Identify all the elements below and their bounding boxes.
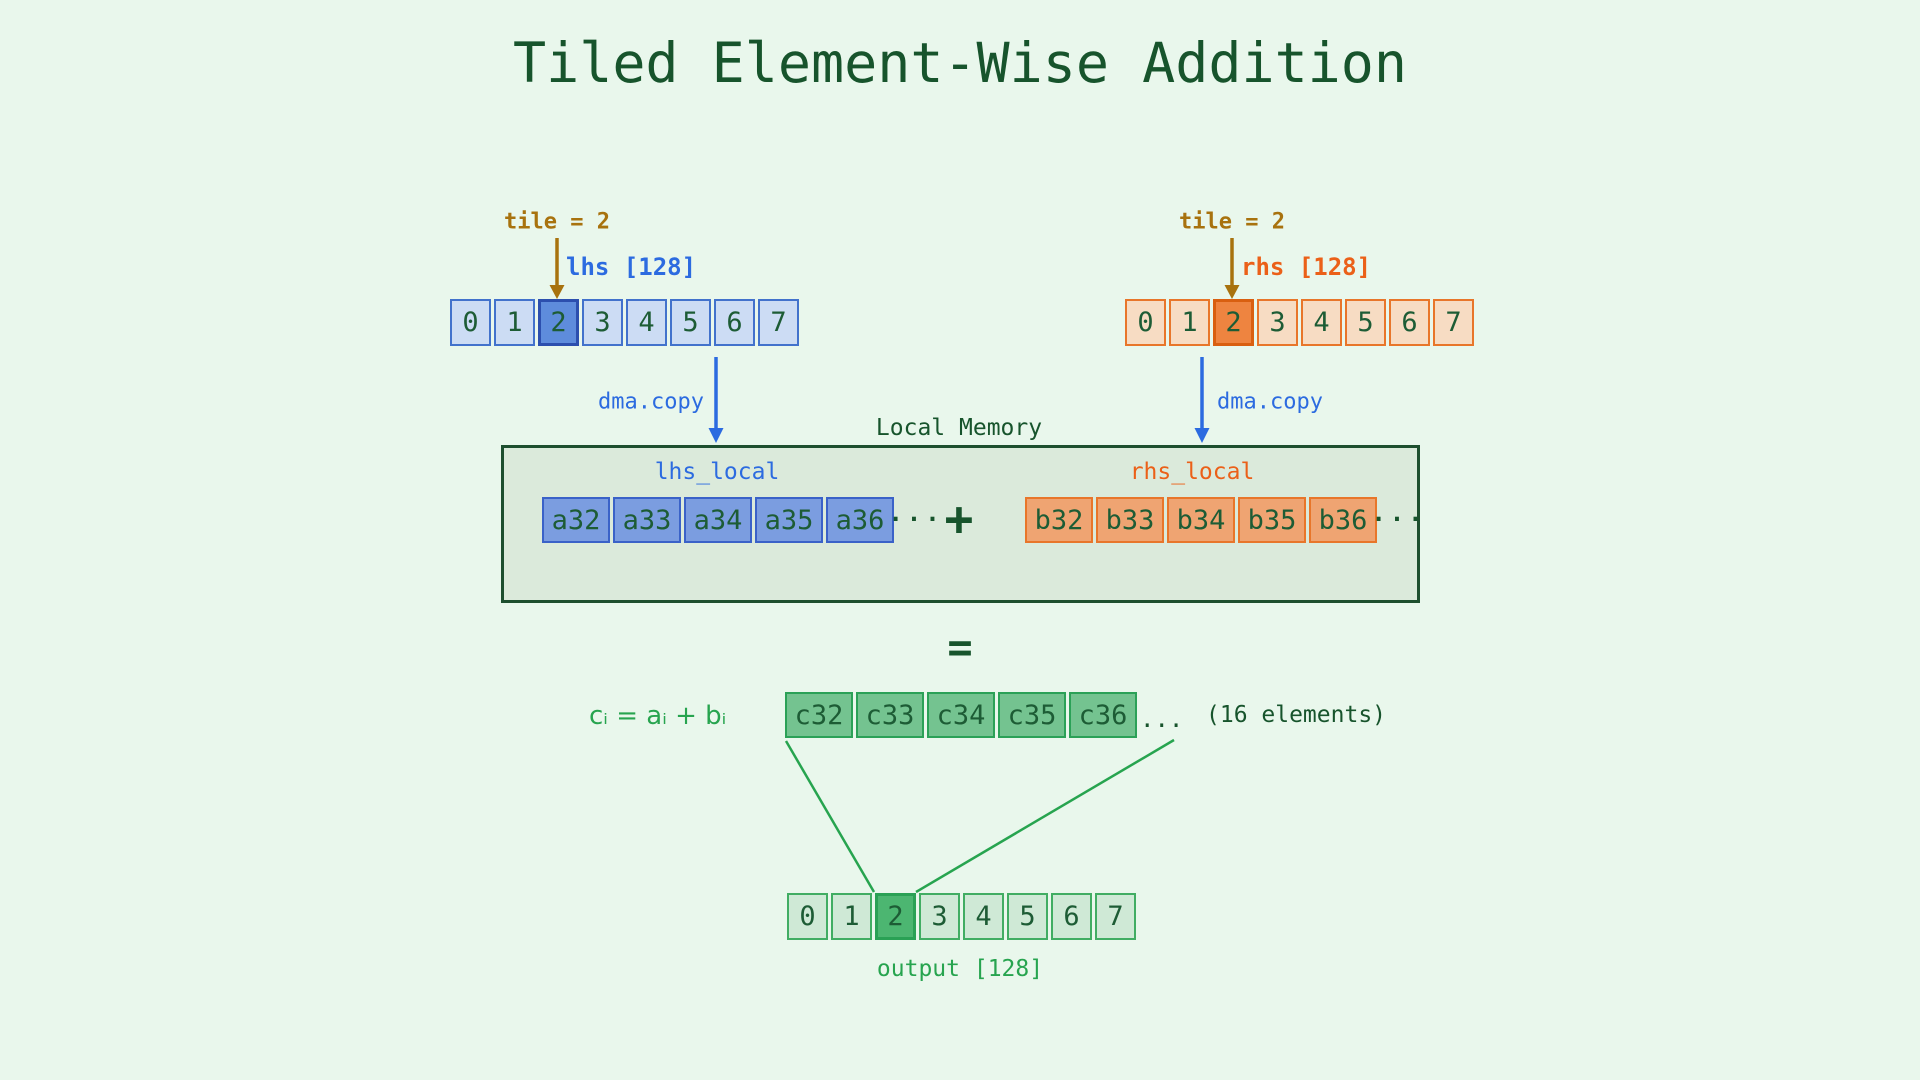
lhs-cell-highlighted: 2 [538, 299, 579, 346]
rhs-name-label: rhs [128] [1241, 253, 1372, 281]
funnel-right-line [915, 738, 1175, 894]
output-cell: 1 [831, 893, 872, 940]
lhs-cell: 1 [494, 299, 535, 346]
rhs-cell: 6 [1389, 299, 1430, 346]
lhs-tile-arrow [549, 238, 565, 299]
rhs-local-label: rhs_local [1129, 459, 1255, 485]
output-cell: 7 [1095, 893, 1136, 940]
local-memory-title: Local Memory [875, 415, 1043, 441]
result-cell: c35 [998, 692, 1066, 738]
rhs-cell-highlighted: 2 [1213, 299, 1254, 346]
lhs-local-cell: a35 [755, 497, 823, 543]
element-count-note: (16 elements) [1206, 702, 1387, 728]
output-cell-highlighted: 2 [875, 893, 916, 940]
lhs-tile-label: tile = 2 [504, 209, 610, 235]
lhs-cell: 6 [714, 299, 755, 346]
lhs-cell: 3 [582, 299, 623, 346]
output-cell: 6 [1051, 893, 1092, 940]
output-cell: 3 [919, 893, 960, 940]
result-ellipsis: ... [1140, 705, 1184, 733]
lhs-local-array: a32 a33 a34 a35 a36 [542, 497, 894, 543]
result-cell: c34 [927, 692, 995, 738]
lhs-cell: 4 [626, 299, 667, 346]
lhs-cell: 5 [670, 299, 711, 346]
output-array: 0 1 2 3 4 5 6 7 [787, 893, 1136, 940]
lhs-name-label: lhs [128] [566, 253, 697, 281]
rhs-cell: 4 [1301, 299, 1342, 346]
rhs-cell: 5 [1345, 299, 1386, 346]
lhs-cell: 7 [758, 299, 799, 346]
rhs-cell: 7 [1433, 299, 1474, 346]
elementwise-formula: cᵢ = aᵢ + bᵢ [589, 701, 727, 731]
rhs-local-cell: b36 [1309, 497, 1377, 543]
rhs-local-cell: b33 [1096, 497, 1164, 543]
lhs-local-ellipsis: ··· [888, 505, 944, 533]
rhs-local-ellipsis: ··· [1371, 505, 1427, 533]
result-cell: c36 [1069, 692, 1137, 738]
lhs-cell: 0 [450, 299, 491, 346]
output-cell: 0 [787, 893, 828, 940]
lhs-local-cell: a36 [826, 497, 894, 543]
result-cell: c33 [856, 692, 924, 738]
page-title: Tiled Element-Wise Addition [512, 31, 1408, 95]
zoom-funnel-lines [784, 738, 1175, 894]
result-cell: c32 [785, 692, 853, 738]
rhs-local-cell: b35 [1238, 497, 1306, 543]
rhs-cell: 1 [1169, 299, 1210, 346]
equals-sign: = [947, 622, 973, 672]
result-array: c32 c33 c34 c35 c36 [785, 692, 1137, 738]
rhs-array: 0 1 2 3 4 5 6 7 [1125, 299, 1474, 346]
lhs-array: 0 1 2 3 4 5 6 7 [450, 299, 799, 346]
lhs-dma-arrow [708, 357, 724, 443]
lhs-local-cell: a33 [613, 497, 681, 543]
rhs-tile-arrow [1224, 238, 1240, 299]
plus-operator: + [944, 491, 974, 547]
lhs-local-cell: a34 [684, 497, 752, 543]
output-cell: 4 [963, 893, 1004, 940]
rhs-local-cell: b34 [1167, 497, 1235, 543]
rhs-local-cell: b32 [1025, 497, 1093, 543]
output-label: output [128] [876, 956, 1044, 982]
rhs-cell: 0 [1125, 299, 1166, 346]
rhs-dma-arrow [1194, 357, 1210, 443]
output-cell: 5 [1007, 893, 1048, 940]
rhs-cell: 3 [1257, 299, 1298, 346]
rhs-dma-label: dma.copy [1217, 389, 1323, 415]
rhs-tile-label: tile = 2 [1179, 209, 1285, 235]
funnel-left-line [784, 740, 876, 893]
lhs-local-label: lhs_local [654, 459, 780, 485]
rhs-local-array: b32 b33 b34 b35 b36 [1025, 497, 1377, 543]
lhs-dma-label: dma.copy [598, 389, 704, 415]
lhs-local-cell: a32 [542, 497, 610, 543]
